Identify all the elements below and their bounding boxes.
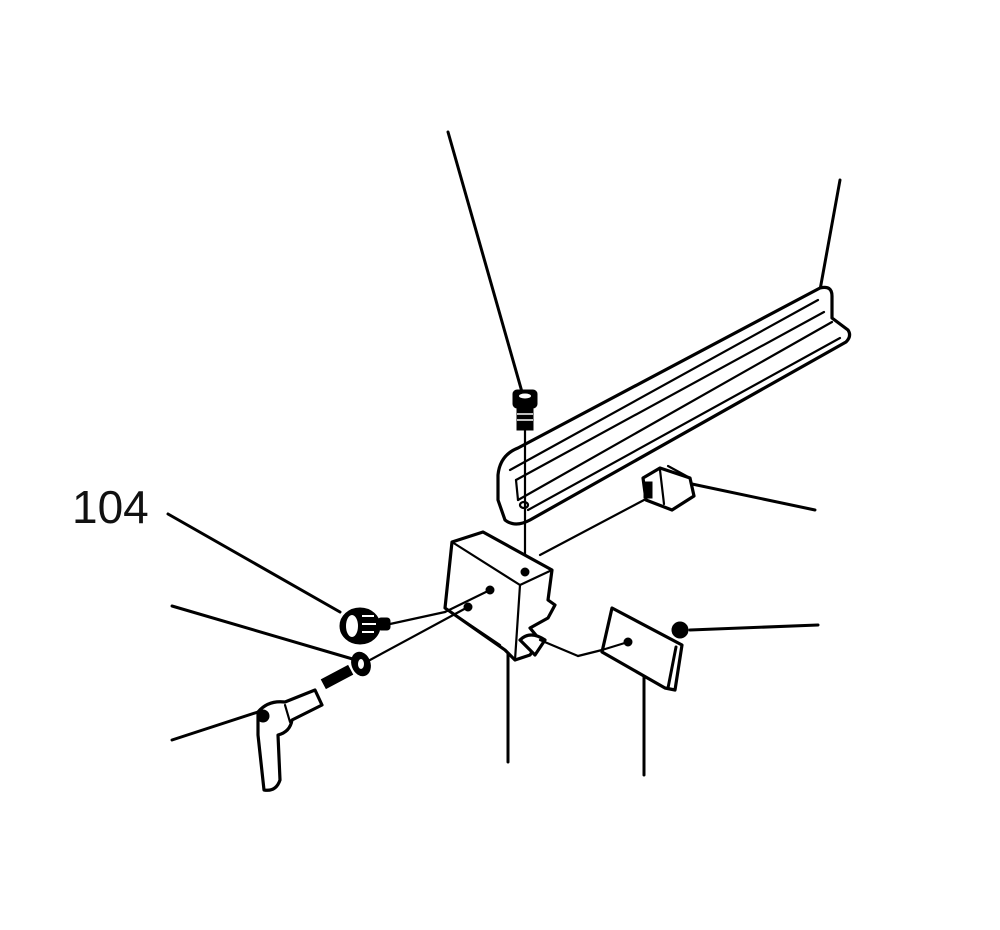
leader-ball <box>688 623 820 632</box>
leader-lever <box>170 710 260 742</box>
knurled-knob <box>339 607 447 645</box>
leader-knob-104 <box>166 512 342 614</box>
leader-insert <box>690 482 817 512</box>
leader-lines <box>166 130 842 777</box>
leader-screw <box>446 130 524 394</box>
socket-head-screw <box>512 389 538 570</box>
stop-plate <box>538 606 684 692</box>
leader-rail <box>818 178 842 292</box>
angle-rail <box>496 285 852 526</box>
slide-insert <box>538 464 696 557</box>
washer <box>351 605 470 677</box>
part-number-label-104: 104 <box>72 481 149 533</box>
clamp-block <box>443 530 557 662</box>
ball-end <box>671 621 689 639</box>
clamping-lever <box>256 664 354 792</box>
leader-washer <box>170 604 358 662</box>
